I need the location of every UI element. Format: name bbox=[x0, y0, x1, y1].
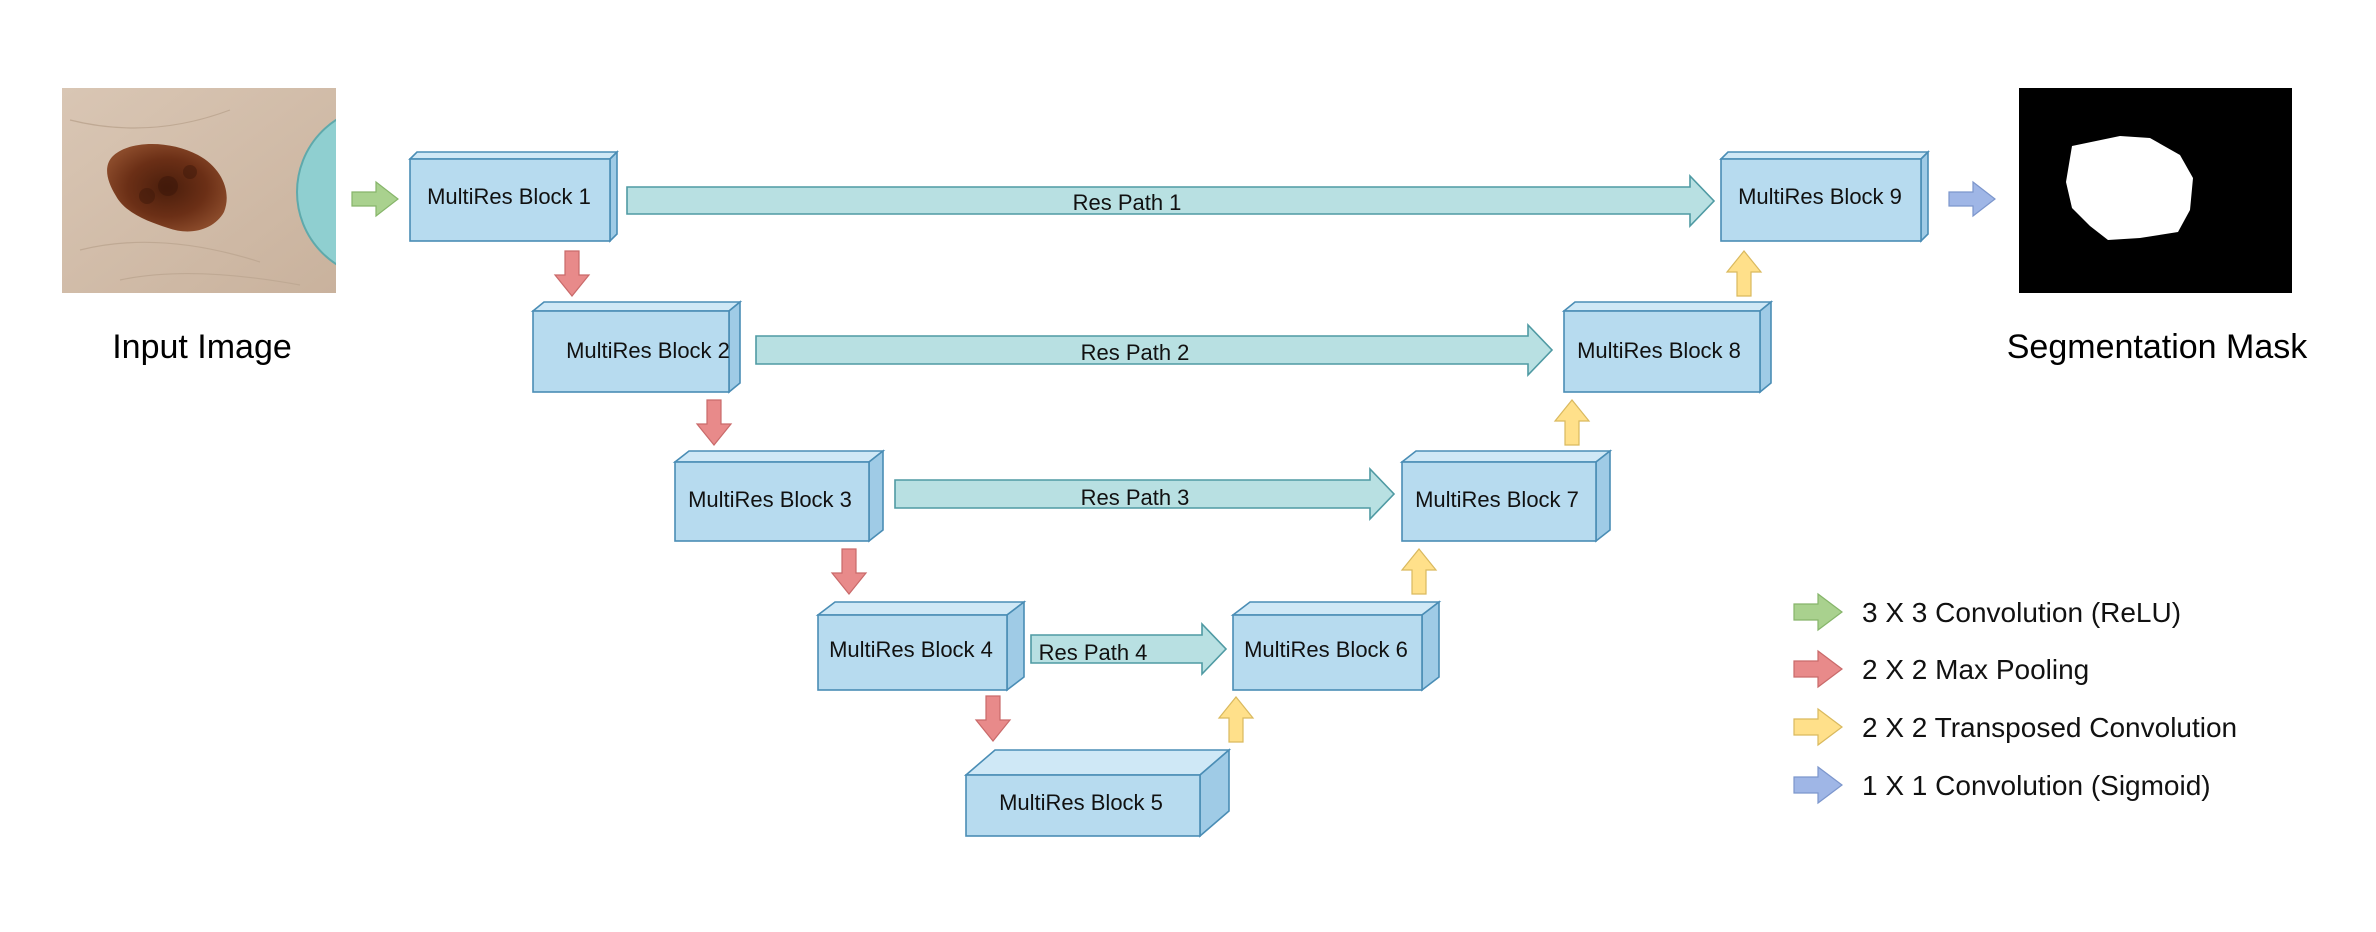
output-caption: Segmentation Mask bbox=[2007, 328, 2308, 366]
multires-block-9: MultiRes Block 9 bbox=[1719, 150, 1930, 243]
legend-label-max-pool: 2 X 2 Max Pooling bbox=[1862, 654, 2089, 685]
multires-block-8: MultiRes Block 8 bbox=[1561, 300, 1774, 394]
max-pool-arrow-2 bbox=[695, 399, 733, 446]
max-pool-arrow-4 bbox=[974, 695, 1012, 742]
transposed-conv-arrow-1 bbox=[1217, 696, 1255, 743]
multires-block-4-label: MultiRes Block 4 bbox=[829, 637, 993, 662]
multires-block-3: MultiRes Block 3 bbox=[672, 449, 886, 543]
legend-item-conv-relu: 3 X 3 Convolution (ReLU) bbox=[1793, 592, 2181, 632]
legend-label-conv-relu: 3 X 3 Convolution (ReLU) bbox=[1862, 597, 2181, 628]
multires-block-8-label: MultiRes Block 8 bbox=[1577, 338, 1741, 363]
transposed-conv-arrow-2 bbox=[1400, 548, 1438, 595]
res-path-2: Res Path 2 bbox=[755, 323, 1554, 377]
input-image bbox=[62, 88, 336, 293]
multires-block-5: MultiRes Block 5 bbox=[963, 748, 1232, 838]
conv-sigmoid-arrow bbox=[1948, 180, 1996, 218]
res-path-4: Res Path 4 bbox=[1030, 622, 1228, 676]
multires-block-6-label: MultiRes Block 6 bbox=[1244, 637, 1408, 662]
legend-label-transposed-conv: 2 X 2 Transposed Convolution bbox=[1862, 712, 2237, 743]
multires-block-2-label: MultiRes Block 2 bbox=[566, 338, 730, 363]
multires-block-3-label: MultiRes Block 3 bbox=[688, 487, 852, 512]
max-pool-arrow-1 bbox=[553, 250, 591, 297]
legend-label-conv-sigmoid: 1 X 1 Convolution (Sigmoid) bbox=[1862, 770, 2211, 801]
res-path-4-label: Res Path 4 bbox=[1039, 640, 1148, 665]
multires-block-4: MultiRes Block 4 bbox=[815, 600, 1027, 692]
segmentation-mask-image bbox=[2019, 88, 2292, 293]
max-pool-legend-icon bbox=[1793, 649, 1843, 689]
multires-block-6: MultiRes Block 6 bbox=[1230, 600, 1442, 692]
mask-region bbox=[2066, 136, 2193, 240]
conv-sigmoid-legend-icon bbox=[1793, 765, 1843, 805]
multires-block-5-label: MultiRes Block 5 bbox=[999, 790, 1163, 815]
res-path-2-label: Res Path 2 bbox=[1081, 340, 1190, 365]
res-path-1: Res Path 1 bbox=[626, 174, 1716, 228]
input-caption: Input Image bbox=[112, 328, 292, 366]
multires-block-1: MultiRes Block 1 bbox=[408, 150, 619, 243]
multires-block-7: MultiRes Block 7 bbox=[1399, 449, 1613, 543]
transposed-conv-legend-icon bbox=[1793, 707, 1843, 747]
multires-block-7-label: MultiRes Block 7 bbox=[1415, 487, 1579, 512]
transposed-conv-arrow-3 bbox=[1553, 399, 1591, 446]
legend-item-max-pool: 2 X 2 Max Pooling bbox=[1793, 649, 2089, 689]
conv-relu-legend-icon bbox=[1793, 592, 1843, 632]
dermoscope-ring bbox=[296, 118, 336, 266]
legend-item-transposed-conv: 2 X 2 Transposed Convolution bbox=[1793, 707, 2237, 747]
multires-block-2: MultiRes Block 2 bbox=[530, 300, 743, 394]
transposed-conv-arrow-4 bbox=[1725, 250, 1763, 297]
conv-relu-arrow bbox=[351, 180, 399, 218]
res-path-3-label: Res Path 3 bbox=[1081, 485, 1190, 510]
legend-item-conv-sigmoid: 1 X 1 Convolution (Sigmoid) bbox=[1793, 765, 2211, 805]
res-path-3: Res Path 3 bbox=[894, 467, 1396, 521]
multires-block-1-label: MultiRes Block 1 bbox=[427, 184, 591, 209]
res-path-1-label: Res Path 1 bbox=[1073, 190, 1182, 215]
multires-block-9-label: MultiRes Block 9 bbox=[1738, 184, 1902, 209]
max-pool-arrow-3 bbox=[830, 548, 868, 595]
legend: 3 X 3 Convolution (ReLU) 2 X 2 Max Pooli… bbox=[1793, 592, 2237, 805]
